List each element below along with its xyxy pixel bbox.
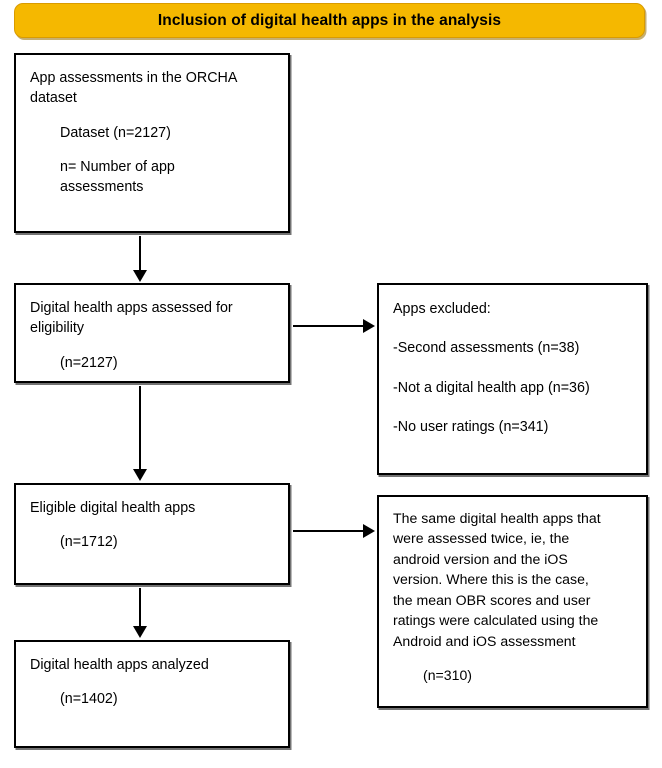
node-eligible-apps: Eligible digital health apps (n=1712)	[14, 483, 290, 585]
node-app-assessments-dataset: App assessments in the ORCHA dataset Dat…	[14, 53, 290, 233]
arrow-stem	[293, 530, 363, 532]
duplicates-line-7: Android and iOS assessment	[393, 632, 576, 649]
node-duplicate-assessments: The same digital health apps that were a…	[377, 495, 648, 708]
eligibility-line-1: Digital health apps assessed for	[30, 300, 233, 316]
arrow-head-down-icon	[132, 270, 147, 282]
page-title: Inclusion of digital health apps in the …	[157, 11, 502, 29]
duplicates-line-6: ratings were calculated using the	[393, 612, 599, 629]
eligibility-count: (n=2127)	[60, 354, 118, 371]
arrow-head-down-icon	[132, 469, 147, 481]
eligible-count: (n=1712)	[60, 534, 118, 551]
node-apps-analyzed: Digital health apps analyzed (n=1402)	[14, 640, 290, 748]
arrow-head-right-icon	[363, 318, 375, 333]
arrow-stem	[139, 236, 141, 270]
excluded-item-2: -Not a digital health app (n=36)	[393, 379, 590, 396]
excluded-heading: Apps excluded:	[393, 301, 491, 317]
duplicates-line-2: were assessed twice, ie, the	[393, 530, 570, 547]
dataset-line-1: App assessments in the ORCHA	[30, 70, 238, 86]
node-body: Digital health apps analyzed (n=1402)	[16, 642, 288, 720]
analyzed-line-1: Digital health apps analyzed	[30, 657, 209, 673]
chart-title-banner: Inclusion of digital health apps in the …	[14, 3, 645, 38]
arrow-stem	[293, 325, 363, 327]
excluded-item-3: -No user ratings (n=341)	[393, 418, 549, 435]
eligible-line-1: Eligible digital health apps	[30, 500, 196, 516]
eligibility-line-2: eligibility	[30, 320, 85, 337]
node-body: Eligible digital health apps (n=1712)	[16, 485, 288, 563]
analyzed-count: (n=1402)	[60, 691, 118, 708]
node-body: Digital health apps assessed for eligibi…	[16, 285, 288, 383]
excluded-item-1: -Second assessments (n=38)	[393, 340, 580, 357]
duplicates-line-3: android version and the iOS	[393, 550, 568, 567]
duplicates-line-5: the mean OBR scores and user	[393, 591, 591, 608]
node-apps-excluded: Apps excluded: -Second assessments (n=38…	[377, 283, 648, 475]
dataset-legend-1: n= Number of app	[60, 158, 175, 175]
arrow-stem	[139, 386, 141, 469]
duplicates-line-1: The same digital health apps that	[393, 510, 601, 526]
node-body: App assessments in the ORCHA dataset Dat…	[16, 55, 288, 207]
arrow-head-down-icon	[132, 626, 147, 638]
dataset-line-2: dataset	[30, 90, 77, 107]
arrow-head-right-icon	[363, 523, 375, 538]
node-body: The same digital health apps that were a…	[379, 497, 646, 695]
node-assessed-for-eligibility: Digital health apps assessed for eligibi…	[14, 283, 290, 383]
node-body: Apps excluded: -Second assessments (n=38…	[379, 285, 646, 447]
duplicates-line-4: version. Where this is the case,	[393, 571, 589, 588]
dataset-count: Dataset (n=2127)	[60, 124, 171, 141]
dataset-legend-2: assessments	[60, 179, 144, 196]
duplicates-count: (n=310)	[423, 666, 472, 683]
arrow-stem	[139, 588, 141, 626]
